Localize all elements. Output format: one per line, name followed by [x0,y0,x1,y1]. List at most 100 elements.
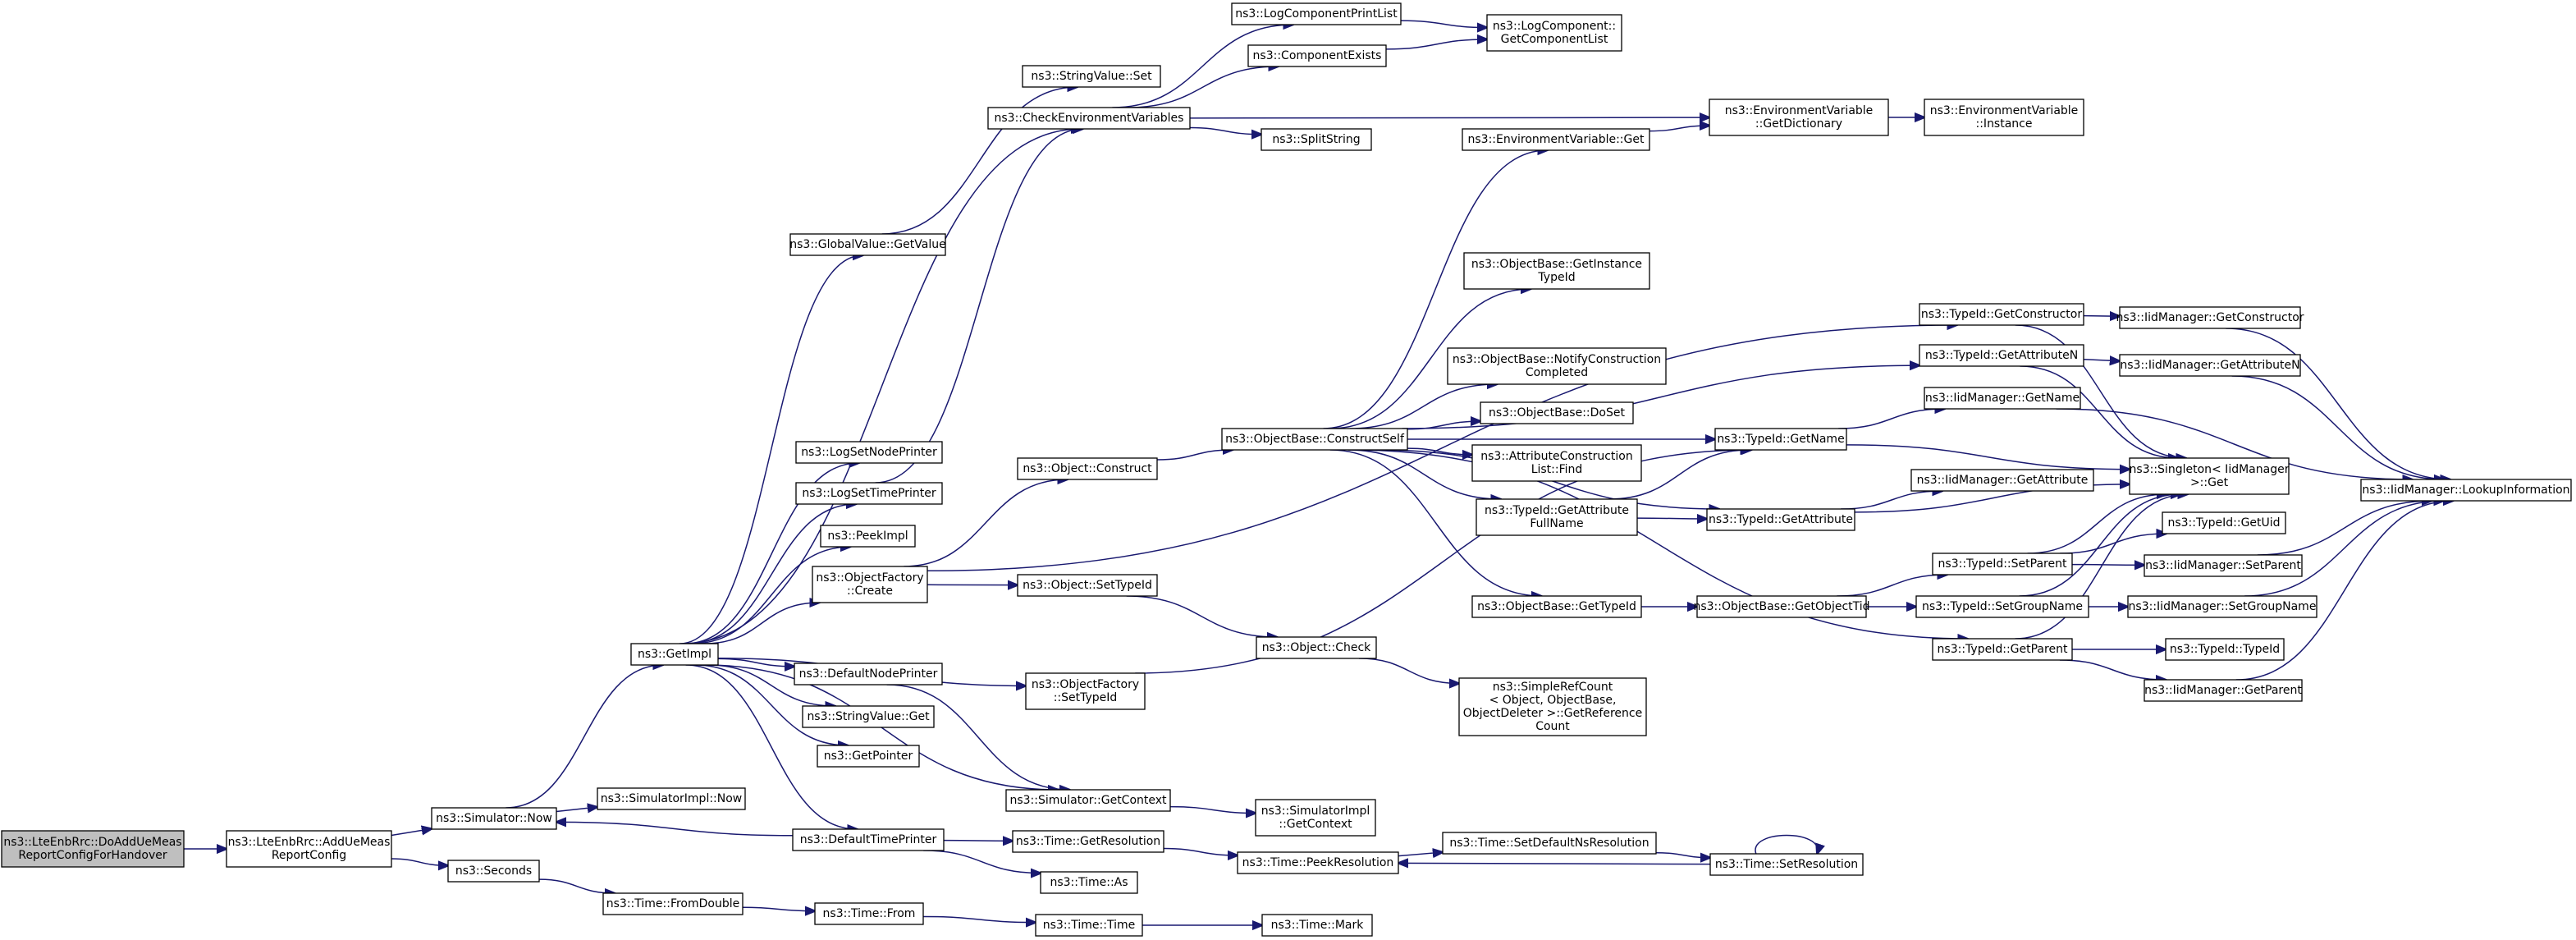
node-tidGetAttribute[interactable]: ns3::TypeId::GetAttribute [1706,508,1855,531]
node-timeFromDouble[interactable]: ns3::Time::FromDouble [602,892,744,915]
call-edge-getImpl-to-checkEnv [683,129,1081,644]
node-tidGetName[interactable]: ns3::TypeId::GetName [1714,428,1847,451]
node-tidGetParent[interactable]: ns3::TypeId::GetParent [1932,638,2073,661]
node-label: ns3::Time::PeekResolution [1242,856,1394,869]
node-box [2360,479,2572,502]
node-tidGetUid[interactable]: ns3::TypeId::GetUid [2162,511,2286,534]
node-strValueGet[interactable]: ns3::StringValue::Get [802,705,935,728]
node-simImplGetCtx[interactable]: ns3::SimulatorImpl::GetContext [1255,799,1376,837]
node-objBaseDoSet[interactable]: ns3::ObjectBase::DoSet [1480,401,1634,424]
node-tidSetParent[interactable]: ns3::TypeId::SetParent [1932,553,2073,575]
node-peekImpl[interactable]: ns3::PeekImpl [820,525,916,548]
call-edge-simNow-to-getImpl [506,665,662,809]
node-tidSetGroupName[interactable]: ns3::TypeId::SetGroupName [1915,595,2089,618]
node-iidSetGroupName[interactable]: ns3::IidManager::SetGroupName [2127,595,2317,618]
node-strValueSet[interactable]: ns3::StringValue::Set [1022,65,1161,88]
call-edge-tidGetParent-to-iidGetParent [2059,659,2166,680]
node-label: ReportConfigForHandover [18,849,167,862]
node-timePeekRes[interactable]: ns3::Time::PeekResolution [1237,851,1399,874]
node-box [1486,14,1622,52]
node-label: ns3::Simulator::GetContext [1009,794,1167,807]
node-box [1471,595,1642,618]
node-box [1005,789,1171,812]
node-iidGetName[interactable]: ns3::IidManager::GetName [1924,387,2081,410]
node-box [1231,2,1402,25]
node-logSetNode[interactable]: ns3::LogSetNodePrinter [795,441,943,464]
node-label: ns3::EnvironmentVariable [1930,104,2079,117]
node-objCheck[interactable]: ns3::Object::Check [1256,636,1377,659]
node-objFactoryCreate[interactable]: ns3::ObjectFactory::Create [812,566,928,603]
node-iidSetParent[interactable]: ns3::IidManager::SetParent [2144,554,2303,577]
node-seconds[interactable]: ns3::Seconds [447,860,540,883]
node-timeAs[interactable]: ns3::Time::As [1040,871,1138,894]
node-label: ns3::StringValue::Set [1031,70,1152,83]
node-checkEnv[interactable]: ns3::CheckEnvironmentVariables [987,107,1191,130]
node-objBaseGetObjTid[interactable]: ns3::ObjectBase::GetObjectTid [1693,595,1870,618]
node-getPointer[interactable]: ns3::GetPointer [817,745,920,768]
node-logCompPrint[interactable]: ns3::LogComponentPrintList [1231,2,1402,25]
node-compExists[interactable]: ns3::ComponentExists [1247,44,1387,67]
node-box [1035,914,1143,937]
node-box [630,643,719,666]
node-logSetTime[interactable]: ns3::LogSetTimePrinter [795,482,943,505]
call-edge-tidGetAttribute-to-iidGetAttribute [1841,491,1942,510]
node-timeSetRes[interactable]: ns3::Time::SetResolution [1709,853,1864,876]
node-objBaseConstructSelf[interactable]: ns3::ObjectBase::ConstructSelf [1221,428,1408,451]
node-timeSetDefNs[interactable]: ns3::Time::SetDefaultNsResolution [1442,832,1657,855]
node-iidGetAttribute[interactable]: ns3::IidManager::GetAttribute [1910,469,2094,492]
node-iidGetConstructor[interactable]: ns3::IidManager::GetConstructor [2116,306,2304,329]
node-tidTypeId[interactable]: ns3::TypeId::TypeId [2165,638,2285,661]
call-edge-getImpl-to-globalValueGet [679,255,862,644]
node-splitString[interactable]: ns3::SplitString [1261,128,1372,151]
node-label: ns3::ObjectBase::DoSet [1489,406,1625,420]
node-simGetContext[interactable]: ns3::Simulator::GetContext [1005,789,1171,812]
node-singletonGet[interactable]: ns3::Singleton< IidManager >::Get [2129,457,2290,495]
call-edge-timeSetDefNs-to-timeSetRes [1655,851,1710,858]
node-label: ns3::Time::SetResolution [1715,858,1858,871]
node-objBaseGetTid[interactable]: ns3::ObjectBase::GetTypeId [1471,595,1642,618]
node-tidGetConstructor[interactable]: ns3::TypeId::GetConstructor [1919,303,2084,326]
node-iidGetParent[interactable]: ns3::IidManager::GetParent [2144,679,2303,702]
node-logCompGetList[interactable]: ns3::LogComponent::GetComponentList [1486,14,1622,52]
node-label: ns3::Time::Mark [1271,919,1365,932]
node-getImpl[interactable]: ns3::GetImpl [630,643,719,666]
node-objSetTypeId[interactable]: ns3::Object::SetTypeId [1017,574,1158,597]
call-edge-objFactoryCreate-to-objConstruct [904,479,1067,567]
node-label: ns3::DefaultTimePrinter [800,833,937,846]
node-defNodePrinter[interactable]: ns3::DefaultNodePrinter [794,663,943,686]
node-objFactorySetTid[interactable]: ns3::ObjectFactory::SetTypeId [1025,672,1146,710]
node-tidGetAttributeN[interactable]: ns3::TypeId::GetAttributeN [1919,344,2084,367]
node-label: ns3::IidManager::GetAttribute [1917,474,2089,487]
call-edge-tidSetParent-to-iidSetParent [2071,565,2144,566]
node-box [2119,306,2301,329]
node-objBaseNotify[interactable]: ns3::ObjectBase::NotifyConstructionCompl… [1447,347,1667,385]
node-globalValueGet[interactable]: ns3::GlobalValue::GetValue [789,233,946,256]
call-edge-objBaseConstructSelf-to-objBaseGetInstTid [1329,289,1531,429]
node-envVarGetDict[interactable]: ns3::EnvironmentVariable::GetDictionary [1709,99,1889,136]
call-edge-tidGetAttrFull-to-tidGetAttribute [1636,518,1707,519]
node-box [1696,595,1867,618]
node-root[interactable]: ns3::LteEnbRrc::DoAddUeMeasReportConfigF… [1,830,185,868]
node-simpleRefCount[interactable]: ns3::SimpleRefCount< Object, ObjectBase,… [1458,677,1647,736]
node-timeMark[interactable]: ns3::Time::Mark [1261,914,1373,937]
node-envVarInstance[interactable]: ns3::EnvironmentVariable::Instance [1924,99,2084,136]
node-timeGetRes[interactable]: ns3::Time::GetResolution [1012,830,1164,853]
node-label: ns3::Singleton< IidManager [2130,463,2290,476]
node-timeFrom[interactable]: ns3::Time::From [814,902,924,925]
node-box [1261,914,1373,937]
node-iidLookupInfo[interactable]: ns3::IidManager::LookupInformation [2360,479,2572,502]
node-box [1447,347,1667,385]
node-simImplNow[interactable]: ns3::SimulatorImpl::Now [597,787,746,810]
node-label: ::GetContext [1279,818,1352,831]
node-simNow[interactable]: ns3::Simulator::Now [431,807,557,830]
node-envVarGet[interactable]: ns3::EnvironmentVariable::Get [1462,128,1650,151]
node-box [1022,65,1161,88]
node-timeTime[interactable]: ns3::Time::Time [1035,914,1143,937]
node-iidGetAttributeN[interactable]: ns3::IidManager::GetAttributeN [2119,354,2301,377]
node-defTimePrinter[interactable]: ns3::DefaultTimePrinter [792,828,945,851]
node-objConstruct[interactable]: ns3::Object::Construct [1017,457,1158,480]
